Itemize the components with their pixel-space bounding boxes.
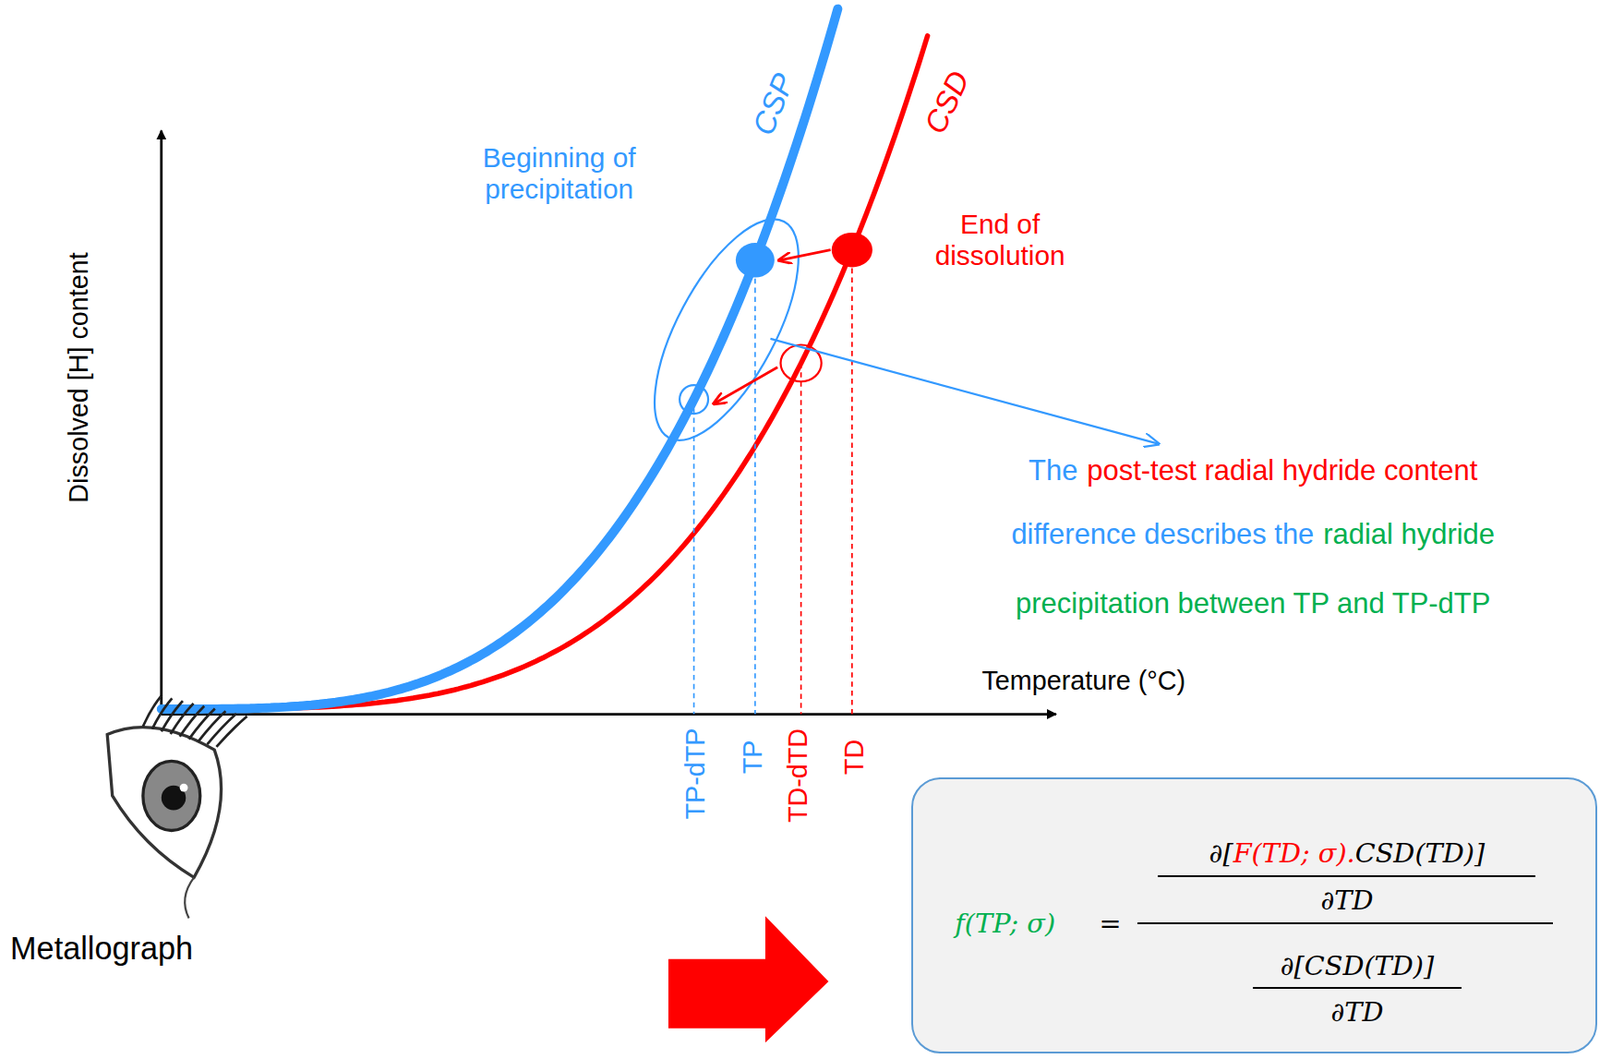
eyelash [143,696,162,727]
numerator-row: ∂[F(TD; σ).CSD(TD)] [1209,840,1486,867]
eyelash [161,700,183,732]
label-text: Metallograph [10,930,193,967]
label-text: CSD [917,65,977,140]
eye-icon [107,696,247,919]
label-text: TD-dTD [783,728,815,823]
fraction-bar [1137,922,1553,925]
formula-text: f(TP; σ) [954,910,1056,938]
label-text: precipitation between TP and TP-dTP [1015,587,1491,621]
label-text: TD [840,739,871,775]
dashed-guide [754,260,757,715]
formula-text: CSD(TD)] [1355,840,1485,867]
highlight-ellipse [625,198,828,461]
fraction-bar [1252,986,1461,989]
formula-text: ∂TD [1330,998,1384,1026]
precipitation-dot [735,242,775,278]
formula-box: f(TP; σ)=∂[F(TD; σ).CSD(TD)]∂TD∂[CSD(TD)… [911,777,1598,1053]
label-text: TP [737,740,769,775]
eyelash [189,708,216,739]
formula-text: F(TD; σ). [1233,840,1356,867]
formula-text: ∂[ [1209,840,1234,867]
label-text: Temperature (°C) [981,666,1186,698]
open-circle [679,384,709,414]
eyelash [180,706,205,737]
label-text: radial hydride [1323,517,1495,552]
dashed-guide [851,250,854,715]
x-axis [161,712,1057,716]
formula-text: ∂[CSD(TD)] [1280,951,1435,979]
pointer-line [769,338,1158,445]
label-text: TP-dTP [680,727,711,819]
y-axis [159,130,163,714]
dashed-guide [693,399,696,715]
label-text: CSP [745,68,802,140]
eyelash [170,703,194,734]
label-text: End of dissolution [913,207,1087,272]
eyelash [152,697,173,729]
fraction-bar [1157,875,1536,878]
formula-text: = [1098,910,1121,938]
dashed-guide [800,362,803,714]
label-text: post-test radial hydride content [1086,454,1478,488]
label-text: The [1028,454,1078,488]
big-arrow [668,915,829,1043]
label-text: difference describes the [1010,517,1314,552]
label-text: Beginning of precipitation [449,142,670,206]
shift-arrow [779,250,831,261]
shift-arrow [714,367,779,404]
csp-curve [161,9,839,710]
dissolution-dot [831,232,873,268]
eyelash [216,716,247,747]
formula-text: ∂TD [1320,886,1373,914]
label-text: Dissolved [H] content [64,252,96,503]
